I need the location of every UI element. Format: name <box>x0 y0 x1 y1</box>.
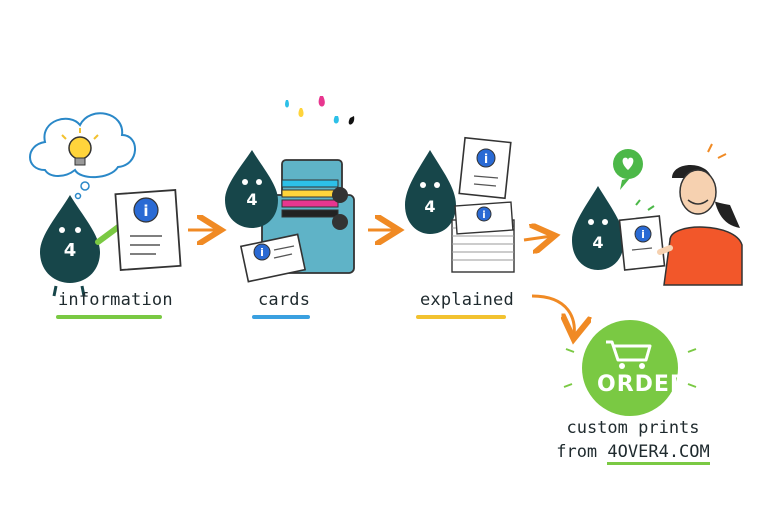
mascot-drop-handover: 4 <box>572 186 624 270</box>
svg-text:4: 4 <box>424 197 435 216</box>
card-stack-icon: i <box>451 201 515 273</box>
cta-line2-prefix: from <box>556 442 608 462</box>
mascot-number: 4 <box>64 240 77 261</box>
svg-text:4: 4 <box>592 233 603 252</box>
svg-text:4: 4 <box>246 190 257 209</box>
person-illustration <box>657 164 743 286</box>
svg-text:i: i <box>641 228 645 241</box>
underline-information <box>56 315 162 319</box>
ink-splash-icon <box>285 96 355 125</box>
mascot-drop-explained: 4 <box>405 150 456 234</box>
sparkle-lines <box>635 143 727 211</box>
svg-text:i: i <box>143 202 148 220</box>
arrow-to-order <box>531 294 574 336</box>
cta-line2: from 4OVER4.COM <box>548 440 718 465</box>
svg-text:i: i <box>484 152 488 166</box>
underline-cards <box>252 315 310 319</box>
cta-site-link[interactable]: 4OVER4.COM <box>607 442 710 465</box>
cta-line1: custom prints <box>566 418 700 438</box>
heart-bubble-icon <box>613 149 643 190</box>
cta-text: custom prints from 4OVER4.COM <box>548 416 718 465</box>
order-button-label[interactable]: ORDER <box>597 372 688 397</box>
lightbulb-icon <box>61 128 99 166</box>
mascot-drop-cards: 4 <box>225 150 278 228</box>
step-label-cards: cards <box>258 290 311 310</box>
printed-card-icon: i <box>239 233 307 283</box>
svg-text:i: i <box>482 210 485 221</box>
svg-text:i: i <box>260 246 264 259</box>
held-info-card-icon: i <box>458 136 512 200</box>
order-button[interactable] <box>563 320 697 416</box>
arrow-step3-to-step4 <box>523 236 552 240</box>
step-label-explained: explained <box>420 290 514 310</box>
mascot-drop-information: 4 <box>40 195 100 297</box>
step-label-information: information <box>58 290 173 310</box>
info-document-icon: i <box>114 189 182 271</box>
underline-explained <box>416 315 506 319</box>
handed-info-card-icon: i <box>618 215 666 271</box>
